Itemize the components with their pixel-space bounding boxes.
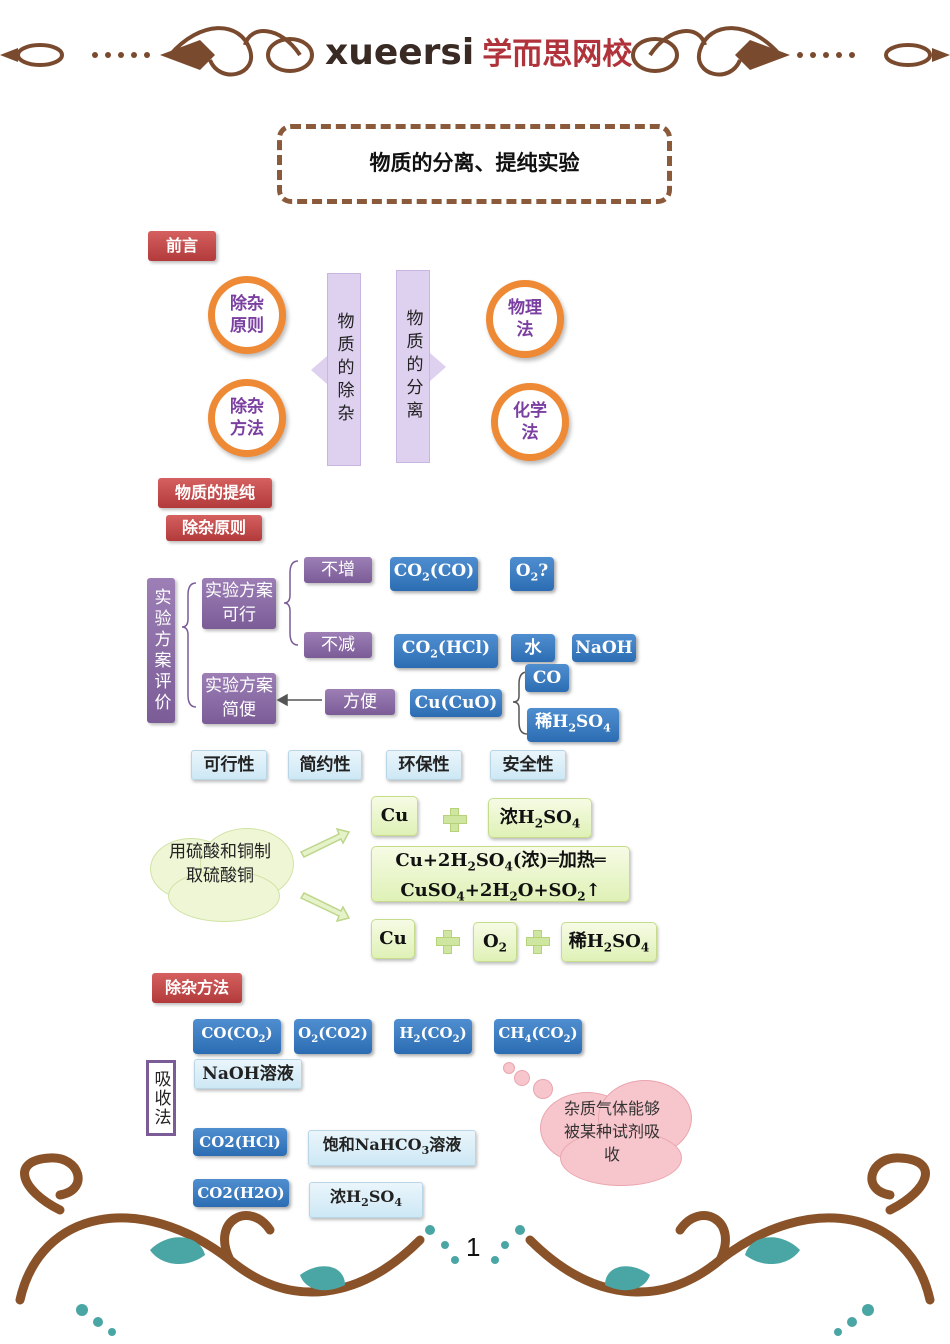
preface-tag: 前言 [148, 231, 216, 261]
principle-subtag: 除杂原则 [166, 515, 262, 541]
copper-cloud-text: 用硫酸和铜制取硫酸铜 [169, 842, 271, 886]
absorb-label-text: 吸收法 [150, 1069, 171, 1127]
equation-box: Cu+2H2SO4(浓)═加热═ CuSO4+2H2O+SO2↑ [371, 846, 630, 903]
purification-tag: 物质的提纯 [158, 478, 272, 508]
cloud-dot [533, 1079, 553, 1099]
cloud-part [168, 870, 280, 922]
evaluation-label-text: 实验方案评价 [150, 587, 171, 714]
circle-physical-label: 物理法 [508, 298, 542, 340]
box-naoh: NaOH [572, 634, 636, 662]
plus-icon [436, 930, 460, 954]
brand-en: xueersi [325, 32, 475, 73]
page-number: 1 [466, 1232, 481, 1262]
column-separation: 物质的分离 [396, 270, 430, 463]
route2-dilute-h2so4: 稀H2SO4 [561, 922, 657, 962]
left-arrow-icon [311, 356, 327, 384]
title-box: 物质的分离、提纯实验 [277, 124, 672, 204]
circle-method-label: 除杂方法 [230, 397, 264, 439]
gas-h2-co2: H2(CO2) [394, 1019, 472, 1054]
plus-icon [526, 930, 550, 954]
box-co: CO [525, 664, 569, 692]
box-co2-hcl: CO2(HCl) [394, 634, 498, 669]
gas-o2-co2: O2(CO2) [294, 1019, 372, 1054]
evaluation-label: 实验方案评价 [147, 578, 175, 723]
cloud-arrows [299, 827, 351, 923]
property-eco: 环保性 [386, 750, 462, 780]
box-o2-question: O2? [510, 557, 554, 592]
box-water: 水 [511, 634, 555, 662]
page-title: 物质的分离、提纯实验 [369, 150, 580, 175]
no-decrease-box: 不减 [304, 632, 372, 658]
property-safety: 安全性 [490, 750, 566, 780]
column-removal: 物质的除杂 [327, 273, 361, 466]
circle-principle-label: 除杂原则 [230, 294, 264, 336]
equation-line-1: Cu+2H2SO4(浓)═加热═ [395, 850, 606, 874]
circle-chemical: 化学法 [491, 383, 569, 461]
cu-brace [512, 671, 528, 735]
sat-nahco3: 饱和NaHCO3溶液 [308, 1130, 476, 1167]
property-concise: 简约性 [288, 750, 362, 780]
column-separation-label: 物质的分离 [402, 309, 423, 424]
absorb-cloud-text: 杂质气体能够被某种试剂吸收 [563, 1099, 660, 1164]
feasible-box: 实验方案可行 [202, 578, 276, 629]
property-feasible: 可行性 [191, 750, 267, 780]
cloud-dot [514, 1070, 530, 1086]
plus-icon [443, 808, 467, 832]
column-removal-label: 物质的除杂 [333, 312, 354, 427]
box-dilute-h2so4: 稀H2SO4 [527, 708, 619, 743]
route1-conc-h2so4: 浓H2SO4 [488, 798, 592, 838]
circle-chemical-label: 化学法 [513, 401, 547, 443]
bracket-lines [181, 560, 322, 708]
equation-line-2: CuSO4+2H2O+SO2↑ [400, 879, 601, 904]
brand-cn: 学而思网校 [482, 37, 633, 72]
methods-tag: 除杂方法 [152, 973, 242, 1003]
gas-co2-h2o: CO2(H2O) [193, 1179, 289, 1207]
circle-principle: 除杂原则 [208, 276, 286, 354]
cloud-dot [503, 1062, 515, 1074]
absorb-label: 吸收法 [146, 1060, 176, 1136]
route2-cu: Cu [371, 919, 415, 959]
header-ornament [0, 26, 950, 77]
gas-co2-hcl: CO2(HCl) [193, 1128, 287, 1156]
box-cu-cuo: Cu(CuO) [410, 689, 502, 717]
circle-method: 除杂方法 [208, 379, 286, 457]
gas-ch4-co2: CH4(CO2) [494, 1019, 582, 1054]
route2-o2: O2 [473, 922, 517, 962]
footer-ornament [15, 1153, 935, 1336]
convenient-box: 方便 [325, 689, 395, 715]
right-arrow-icon [430, 353, 446, 381]
no-increase-box: 不增 [304, 557, 372, 583]
simple-box: 实验方案简便 [202, 673, 276, 724]
route1-cu: Cu [371, 796, 418, 836]
cloud-part [560, 1130, 682, 1186]
box-co2-co: CO2(CO) [390, 557, 478, 592]
circle-physical: 物理法 [486, 280, 564, 358]
naoh-solution: NaOH溶液 [194, 1059, 302, 1089]
conc-h2so4-absorb: 浓H2SO4 [309, 1182, 423, 1219]
gas-co-co2: CO(CO2) [193, 1019, 281, 1054]
